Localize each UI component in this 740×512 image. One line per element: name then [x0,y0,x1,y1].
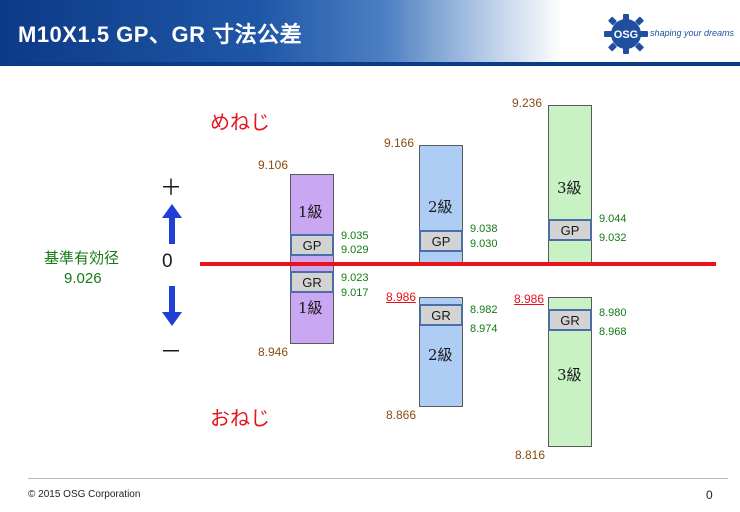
grade-3-gr-upper-value: 8.980 [599,307,627,319]
logo-slogan: shaping your dreams [650,28,735,38]
grade-2-lower-label: 2級 [428,346,453,364]
grade-3-gp-upper-value: 9.044 [599,213,627,225]
grade-1-upper-label: 1級 [298,203,323,221]
grade-3-gr-gauge: GR [548,309,592,331]
plus-sign: ＋ [160,175,183,200]
grade-3-bolt-upper-value: 8.986 [514,292,545,306]
grade-3-gp-lower-value: 9.032 [599,232,627,244]
grade-1-bolt-lower-value: 8.946 [258,345,289,359]
grade-3-bolt-lower-value: 8.816 [515,448,546,462]
minus-sign: － [160,339,183,364]
grade-1-gp-lower-value: 9.029 [341,244,369,256]
grade-3-gr-label: GR [560,312,580,328]
grade-2-bolt-upper-value: 8.986 [386,290,417,304]
grade-3-gp-label: GP [560,222,580,238]
grade-1-gp-gauge: GP [290,234,334,256]
grade-3-gr-lower-value: 8.968 [599,326,627,338]
grade-1-gp-label: GP [302,237,322,253]
footer-divider [28,478,728,479]
grade-1-tolerance-bar [290,174,334,344]
osg-logo-icon: OSG [604,14,648,54]
page-number: 0 [706,488,713,502]
basic-pitch-diameter-value: 9.026 [64,270,102,287]
copyright-text: © 2015 OSG Corporation [28,489,141,500]
grade-2-nut-upper-value: 9.166 [384,136,415,150]
basic-pitch-diameter-line [200,262,716,266]
grade-2-gp-lower-value: 9.030 [470,238,498,250]
grade-2-bolt-lower-value: 8.866 [386,408,417,422]
grade-1-gr-gauge: GR [290,271,334,293]
arrow-up-icon [162,204,182,244]
grade-2-gp-gauge: GP [419,230,463,252]
grade-2-gr-gauge: GR [419,304,463,326]
grade-3-lower-label: 3級 [557,366,582,384]
logo-text: OSG [614,29,638,41]
grade-2-gr-lower-value: 8.974 [470,323,498,335]
grade-2-gp-label: GP [431,233,451,249]
page-title: M10X1.5 GP、GR 寸法公差 [18,22,303,47]
header-divider [0,62,740,66]
grade-1-nut-upper-value: 9.106 [258,158,289,172]
grade-2-gp-upper-value: 9.038 [470,223,498,235]
grade-1-gp-upper-value: 9.035 [341,230,369,242]
internal-thread-label: めねじ [210,112,270,134]
grade-1-gr-label: GR [302,274,322,290]
arrow-down-icon [162,286,182,326]
basic-pitch-diameter-label: 基準有効径 [44,250,120,267]
grade-2-upper-label: 2級 [428,198,453,216]
grade-1-gr-upper-value: 9.023 [341,272,369,284]
grade-2-gr-upper-value: 8.982 [470,304,498,316]
grade-3-gp-gauge: GP [548,219,592,241]
external-thread-label: おねじ [210,408,270,430]
zero-label: 0 [162,251,173,272]
grade-3-upper-label: 3級 [557,179,582,197]
grade-1-lower-label: 1級 [298,299,323,317]
grade-2-gr-label: GR [431,307,451,323]
grade-3-nut-upper-value: 9.236 [512,96,543,110]
grade-1-gr-lower-value: 9.017 [341,287,369,299]
